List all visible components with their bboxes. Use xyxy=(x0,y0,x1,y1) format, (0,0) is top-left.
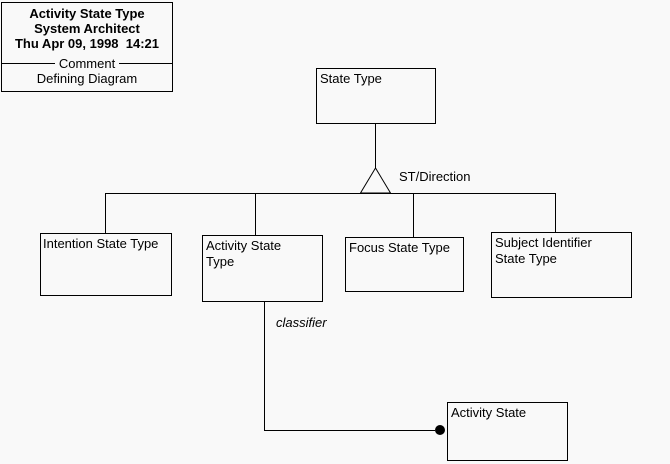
title-diagram-name: Activity State Type xyxy=(29,6,145,21)
node-label: Activity State xyxy=(451,405,527,420)
title-block: Activity State Type System Architect Thu… xyxy=(1,2,173,92)
title-timestamp: Thu Apr 09, 1998 14:21 xyxy=(14,36,160,51)
title-comment-text: Defining Diagram xyxy=(36,71,138,86)
node-label: Subject Identifier State Type xyxy=(495,235,592,266)
node-state-type[interactable]: State Type xyxy=(316,68,436,124)
classifier-connector[interactable] xyxy=(264,302,446,435)
node-focus-state-type[interactable]: Focus State Type xyxy=(345,237,464,292)
comment-divider: Comment xyxy=(2,55,173,71)
generalization-connector[interactable] xyxy=(105,124,556,238)
node-activity-state-type[interactable]: Activity State Type xyxy=(202,235,323,302)
filled-dot-icon xyxy=(435,425,445,435)
classifier-edge-label: classifier xyxy=(276,315,327,330)
node-label: Activity State Type xyxy=(206,238,282,269)
node-intention-state-type[interactable]: Intention State Type xyxy=(40,233,172,296)
classifier-connector-path xyxy=(264,302,435,431)
divider-rule-left xyxy=(2,62,55,64)
inheritance-triangle-icon xyxy=(359,167,392,194)
node-subject-identifier-state-type[interactable]: Subject Identifier State Type xyxy=(491,232,632,298)
node-label: State Type xyxy=(320,71,382,86)
divider-rule-right xyxy=(119,62,173,64)
node-activity-state[interactable]: Activity State xyxy=(447,402,568,461)
generalization-edge-label: ST/Direction xyxy=(399,169,471,184)
node-label: Intention State Type xyxy=(43,236,159,251)
comment-divider-label: Comment xyxy=(58,55,116,71)
node-label: Focus State Type xyxy=(349,240,450,255)
title-tool-name: System Architect xyxy=(34,21,140,36)
